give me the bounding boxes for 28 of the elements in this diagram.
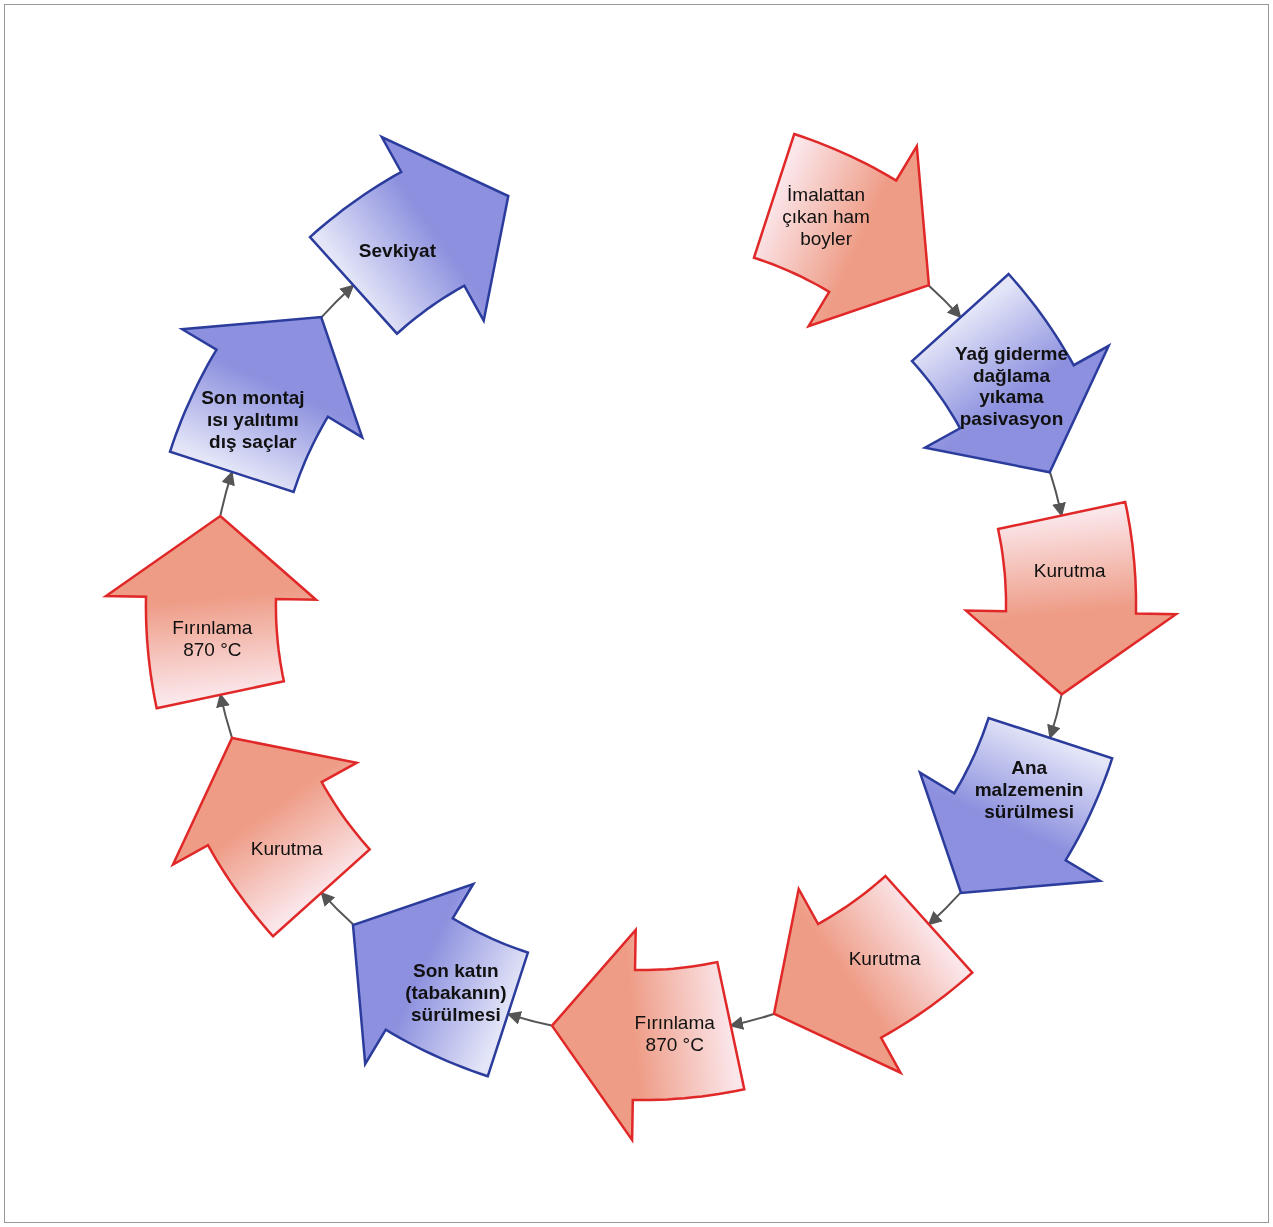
process-step-shape [910, 271, 1111, 475]
step-label: Fırınlama 870 °C [171, 616, 254, 661]
process-step-shape [351, 881, 531, 1078]
process-step-shape [751, 132, 931, 329]
step-label: Kurutma [249, 837, 324, 860]
arrow [1049, 471, 1066, 517]
arrow [927, 284, 962, 319]
step-label: İmalattan çıkan ham boyler [781, 184, 871, 250]
process-step-shape [917, 715, 1114, 895]
step-label: Kurutma [1032, 560, 1107, 583]
arrow [320, 284, 355, 319]
arrow [927, 891, 962, 926]
process-step-shape [771, 874, 975, 1075]
process-step-shape [104, 513, 319, 710]
step-label: Yağ giderme dağlama yıkama pasivasyon [954, 343, 1069, 431]
process-step-shape [171, 735, 372, 939]
process-step-shape [168, 315, 365, 495]
step-label: Sevkiyat [357, 239, 437, 262]
step-label: Son montaj ısı yalıtımı dış saçlar [200, 387, 305, 453]
process-step-shape [307, 135, 511, 336]
arrow [216, 693, 233, 739]
arrow [320, 891, 355, 926]
step-label: Ana malzemenin sürülmesi [973, 757, 1085, 823]
process-step-shape [549, 927, 746, 1142]
step-label: Kurutma [847, 948, 922, 971]
step-label: Fırınlama 870 °C [633, 1011, 716, 1056]
step-label: Son katın (tabakanın) sürülmesi [404, 960, 508, 1026]
process-step-shape [963, 500, 1178, 697]
